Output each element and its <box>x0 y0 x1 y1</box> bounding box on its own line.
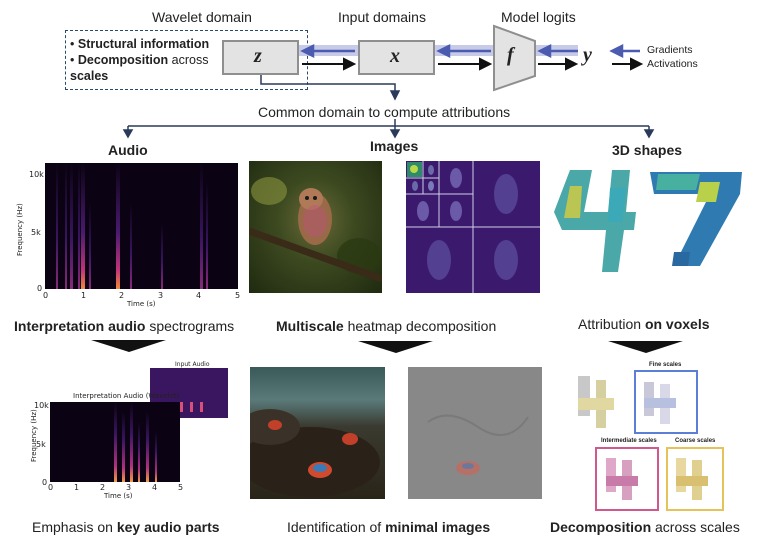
var-x: x <box>390 45 400 67</box>
spec-top-xtick: 5 <box>235 291 241 300</box>
var-y: y <box>583 44 592 66</box>
bullet-scales: scales <box>70 69 109 83</box>
spectrogram-top-xlabel: Time (s) <box>127 300 156 308</box>
caption-images-bottom: Identification of minimal images <box>287 519 491 535</box>
spectrogram-top-ylabel: Frequency (Hz) <box>16 203 24 256</box>
voxel-intermediate <box>606 458 638 500</box>
voxel-digit-7 <box>650 172 742 266</box>
voxel-digits-47 <box>554 170 742 272</box>
caption-audio-mid: Interpretation audio spectrograms <box>14 318 235 334</box>
wavelet-domain-label: Wavelet domain <box>152 9 252 25</box>
column-images: Images <box>370 138 419 154</box>
crab-photo <box>250 367 385 499</box>
owl-photo <box>249 161 382 293</box>
intermediate-scales-label: Intermediate scales <box>601 438 657 444</box>
spec-bottom-xtick: 4 <box>152 483 158 492</box>
caption-shapes-mid: Attribution on voxels <box>578 316 710 332</box>
caption-shapes-bottom: Decomposition across scales <box>550 519 740 535</box>
caption-images-mid: Multiscale heatmap decomposition <box>276 318 497 334</box>
spec-bottom-ytick: 10k <box>34 401 49 410</box>
fine-scales-label: Fine scales <box>649 362 682 368</box>
spectrogram-bottom-ylabel: Frequency (Hz) <box>30 409 38 462</box>
caption-audio-bottom: Emphasis on key audio parts <box>32 519 220 535</box>
voxel-original <box>578 376 614 428</box>
spec-top-xtick: 4 <box>196 291 202 300</box>
spec-bottom-ytick: 0 <box>42 478 48 487</box>
header-arrows <box>122 24 655 139</box>
spec-bottom-xtick: 3 <box>126 483 132 492</box>
spec-top-xtick: 3 <box>158 291 164 300</box>
legend-gradients: Gradients <box>647 44 693 56</box>
spec-top-xtick: 0 <box>43 291 49 300</box>
x-box <box>358 40 435 75</box>
coarse-scales-box <box>666 447 724 511</box>
spec-top-xtick: 2 <box>119 291 125 300</box>
spec-bottom-xtick: 5 <box>178 483 184 492</box>
fine-scales-box <box>634 370 698 434</box>
spectrogram-bottom <box>50 402 180 482</box>
voxel-digit-4 <box>554 170 636 272</box>
coarse-scales-label: Coarse scales <box>675 438 716 444</box>
model-logits-label: Model logits <box>501 9 576 25</box>
voxel-scales <box>578 370 724 511</box>
spec-top-ytick: 10k <box>29 170 44 179</box>
var-z: z <box>254 45 262 67</box>
z-box <box>222 40 299 75</box>
column-3d-shapes: 3D shapes <box>612 142 683 158</box>
spectrogram-bottom-xlabel: Time (s) <box>104 492 133 500</box>
bullet-decomposition: • Decomposition across <box>70 53 209 67</box>
spec-bottom-xtick: 1 <box>74 483 80 492</box>
bullet-structural: • Structural information <box>70 37 210 51</box>
legend-activations: Activations <box>647 58 698 70</box>
heatmap-decomposition <box>406 161 540 293</box>
input-domains-label: Input domains <box>338 9 426 25</box>
var-f: f <box>507 44 514 66</box>
intermediate-scales-box <box>595 447 659 511</box>
spectrogram-bottom-title: Interpretation Audio (Wavelet) <box>73 392 180 400</box>
inset-title: Input Audio <box>175 361 210 368</box>
model-f-shape <box>493 24 536 92</box>
spec-bottom-xtick: 2 <box>100 483 106 492</box>
wavelet-domain-box <box>65 30 308 90</box>
spec-top-ytick: 5k <box>31 228 41 237</box>
spec-top-ytick: 0 <box>37 284 43 293</box>
minimal-image <box>408 367 542 499</box>
column-audio: Audio <box>108 142 148 158</box>
spec-bottom-ytick: 5k <box>36 440 46 449</box>
spec-bottom-xtick: 0 <box>48 483 54 492</box>
voxel-coarse <box>676 458 708 500</box>
gradient-band <box>296 45 578 56</box>
spectrogram-top <box>45 163 238 289</box>
common-domain-label: Common domain to compute attributions <box>258 104 511 120</box>
down-arrows <box>91 340 683 353</box>
voxel-fine <box>644 382 676 424</box>
spec-top-xtick: 1 <box>81 291 87 300</box>
